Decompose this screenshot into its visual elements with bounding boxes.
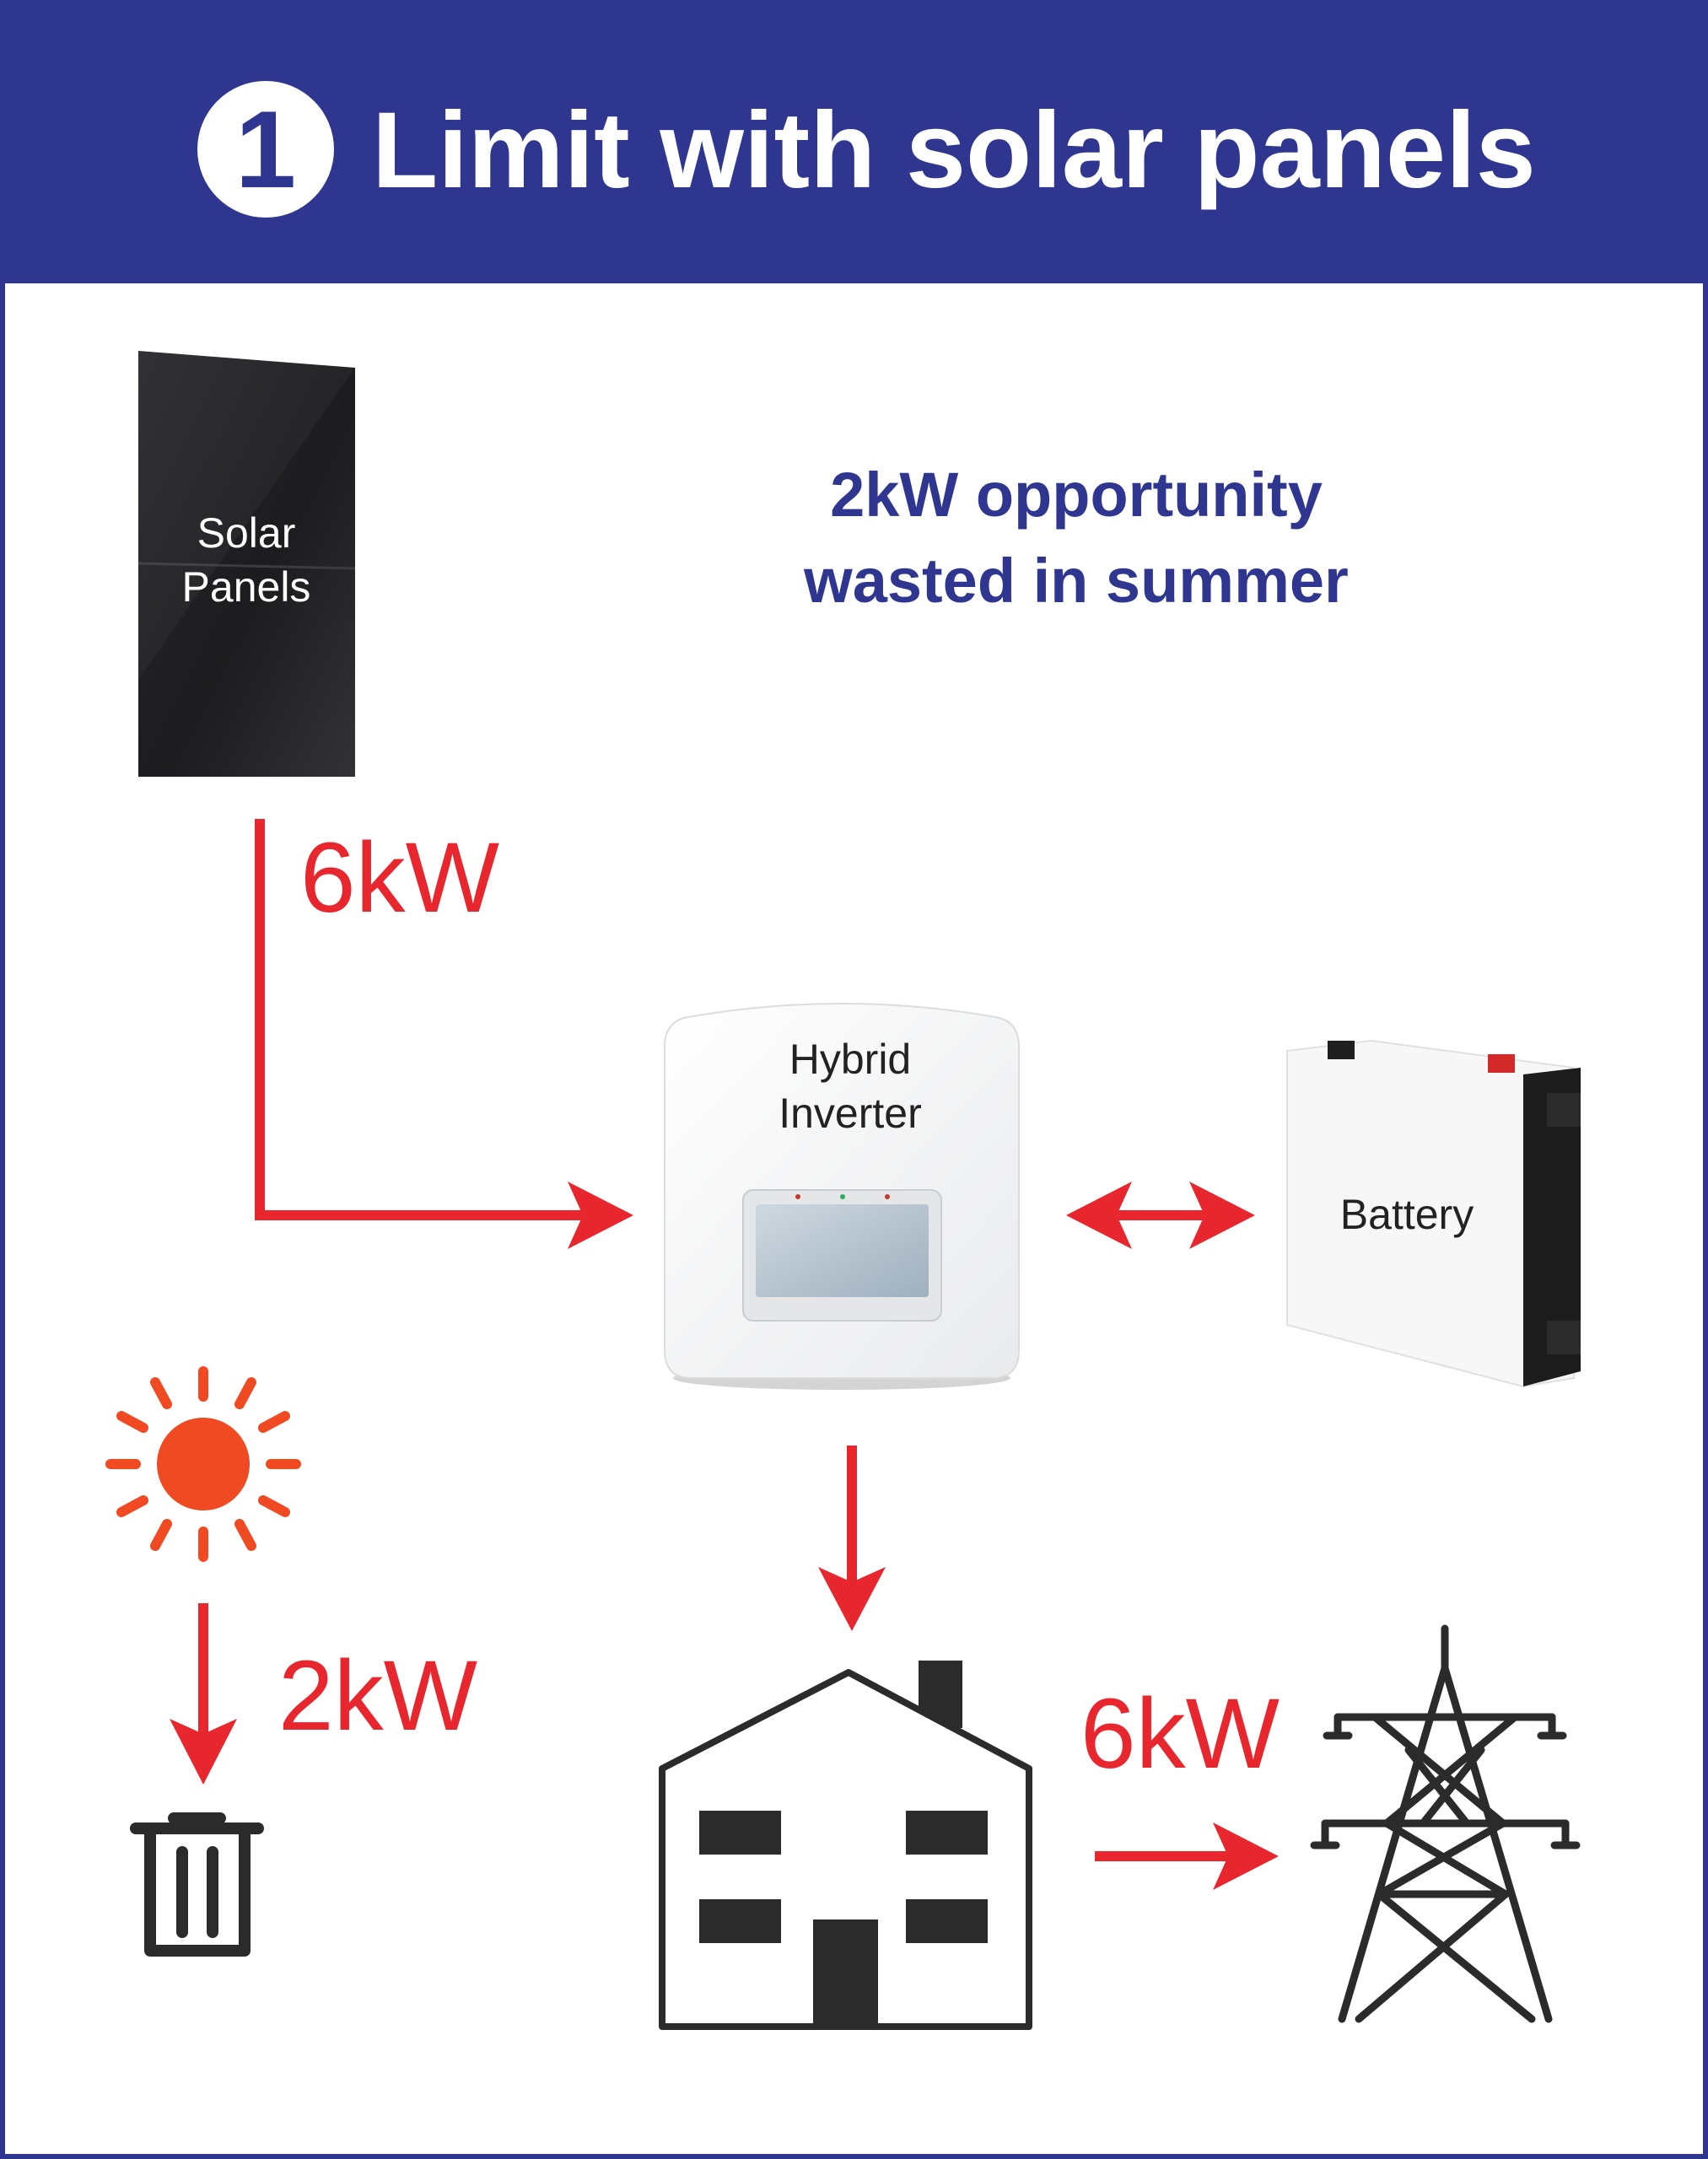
trash-icon (130, 1812, 264, 1957)
inverter-icon (664, 1003, 1020, 1390)
arrow-sun-to-waste (170, 1603, 237, 1785)
sun-icon (105, 1366, 301, 1562)
flow-diagram (105, 351, 1581, 2030)
arrow-inverter-to-house (818, 1446, 886, 1631)
inverter-label: Hybrid Inverter (779, 1036, 922, 1137)
page-title: Limit with solar panels (372, 90, 1536, 211)
header-bar: 1 Limit with solar panels (5, 5, 1703, 283)
arrow-solar-to-inverter (255, 819, 633, 1249)
arrow-house-to-grid (1095, 1822, 1279, 1890)
waste-flow-value: 2kW (278, 1640, 477, 1752)
solar-panel-icon (137, 351, 356, 777)
solar-panels-label: Solar Panels (181, 509, 311, 611)
solar-flow-value: 6kW (300, 822, 499, 934)
wasted-opportunity-note: 2kW opportunity wasted in summer (804, 460, 1349, 616)
battery-icon (1286, 1039, 1581, 1388)
grid-flow-value: 6kW (1080, 1678, 1280, 1790)
pylon-icon (1310, 1624, 1581, 2023)
battery-label: Battery (1339, 1191, 1474, 1238)
house-icon (659, 1661, 1032, 2030)
step-number-badge: 1 (197, 81, 334, 218)
arrow-inverter-battery (1066, 1182, 1255, 1249)
